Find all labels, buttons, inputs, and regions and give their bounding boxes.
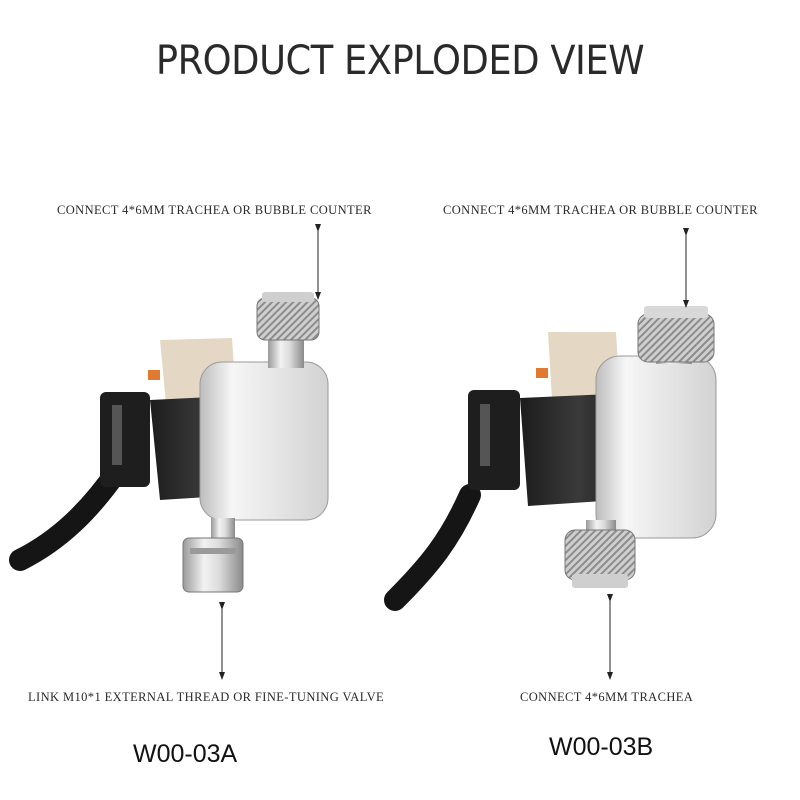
product-b-bottom-label: CONNECT 4*6MM TRACHEA xyxy=(520,690,694,704)
product-b-top-label: CONNECT 4*6MM TRACHEA OR BUBBLE COUNTER xyxy=(443,203,758,217)
product-a-top-label: CONNECT 4*6MM TRACHEA OR BUBBLE COUNTER xyxy=(57,203,372,217)
product-b-model: W00-03B xyxy=(549,733,654,761)
product-a-bottom-label: LINK M10*1 EXTERNAL THREAD OR FINE-TUNIN… xyxy=(28,690,385,704)
product-a-model: W00-03A xyxy=(133,740,238,768)
page-title: PRODUCT EXPLODED VIEW xyxy=(155,38,645,84)
product-a-illustration xyxy=(9,292,329,593)
product-b-illustration xyxy=(384,306,717,611)
